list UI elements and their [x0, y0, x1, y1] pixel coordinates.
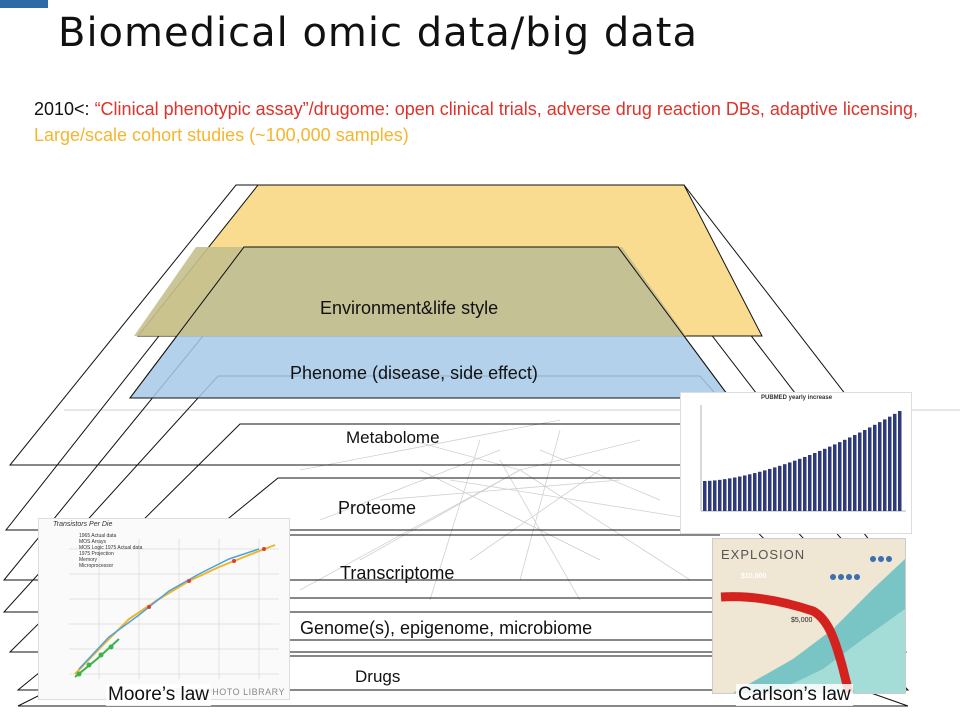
layer-label-environment: Environment&life style — [320, 298, 499, 318]
pubmed-bar — [873, 424, 877, 511]
pubmed-bar — [898, 411, 902, 511]
pubmed-bar — [883, 419, 887, 511]
pubmed-bar — [708, 480, 712, 511]
moore-law-chart-image: Transistors Per Die 1965 Actual data MOS… — [38, 518, 290, 700]
pubmed-bar — [853, 434, 857, 511]
moore-chart-legend: 1965 Actual data MOS Arrays MOS Logic 19… — [79, 533, 142, 569]
moore-legend-6: Microprocessor — [79, 563, 114, 569]
moore-legend-1: 1965 Actual data — [79, 533, 117, 539]
title-accent-bar — [0, 0, 48, 8]
layer-label-drugs: Drugs — [355, 667, 401, 686]
pubmed-bar — [808, 455, 812, 511]
pubmed-bar — [783, 464, 787, 511]
layer-label-transcriptome: Transcriptome — [340, 563, 455, 583]
layer-label-phenome: Phenome (disease, side effect) — [290, 363, 538, 383]
layer-label-genome: Genome(s), epigenome, microbiome — [300, 618, 593, 638]
pubmed-bar — [768, 468, 772, 511]
pubmed-bar — [848, 437, 852, 511]
pubmed-bar — [878, 422, 882, 511]
layer-label-metabolome: Metabolome — [346, 428, 440, 447]
moore-legend-4: 1975 Projection — [79, 551, 114, 557]
pubmed-bar — [823, 448, 827, 511]
pubmed-bar — [828, 446, 832, 511]
intro-red-text: “Clinical phenotypic assay”/drugome: ope… — [94, 99, 918, 119]
pubmed-bar — [728, 478, 732, 511]
pubmed-bar — [863, 429, 867, 511]
caption-carlson-law: Carlson’s law — [736, 684, 853, 706]
intro-gold-text: Large/scale cohort studies (~100,000 sam… — [34, 125, 409, 145]
pubmed-bar — [843, 439, 847, 511]
explosion-label-10000: $10,000 — [741, 573, 767, 580]
pubmed-bar — [703, 481, 707, 511]
pubmed-bar — [813, 452, 817, 511]
pubmed-bar — [803, 456, 807, 511]
intro-prefix: 2010<: — [34, 99, 95, 119]
moore-chart-graphic — [39, 519, 289, 699]
intro-paragraph: 2010<: “Clinical phenotypic assay”/drugo… — [34, 96, 934, 148]
explosion-graphic — [720, 556, 905, 695]
pubmed-bar — [733, 477, 737, 511]
pubmed-bar — [793, 460, 797, 511]
pubmed-bar — [743, 475, 747, 511]
pubmed-bar — [748, 474, 752, 511]
pubmed-bar — [723, 479, 727, 511]
slide-title: Biomedical omic data/big data — [58, 10, 698, 56]
moore-chart-title: Transistors Per Die — [53, 521, 113, 528]
explosion-poster-title: EXPLOSION — [721, 547, 806, 562]
pubmed-bar — [818, 450, 822, 511]
moore-legend-2: MOS Arrays — [79, 539, 106, 545]
pubmed-bar — [858, 432, 862, 511]
pubmed-bar — [753, 473, 757, 511]
pubmed-bar — [868, 427, 872, 511]
pubmed-chart-title: PUBMED yearly increase — [761, 395, 833, 401]
pubmed-bar — [713, 480, 717, 511]
moore-legend-5: Memory — [79, 557, 98, 563]
pubmed-chart-image: PUBMED yearly increase — [680, 392, 912, 534]
pubmed-bar — [888, 416, 892, 511]
network-background — [299, 419, 701, 601]
pubmed-bar — [893, 413, 897, 511]
pubmed-bar — [718, 479, 722, 511]
pubmed-bar — [758, 471, 762, 511]
science-photo-watermark: SCIENCE PHOTO LIBRARY — [159, 687, 285, 697]
pubmed-bar — [773, 467, 777, 511]
explosion-label-5000: $5,000 — [791, 617, 813, 624]
pubmed-bar — [833, 444, 837, 511]
moore-legend-3: MOS Logic 1975 Actual data — [79, 545, 143, 551]
caption-moore-law: Moore’s law — [106, 684, 212, 706]
pubmed-bar — [798, 458, 802, 511]
pubmed-bar — [738, 476, 742, 511]
pubmed-bar — [763, 470, 767, 511]
layer-label-proteome: Proteome — [338, 498, 417, 518]
pubmed-bar — [788, 462, 792, 511]
pubmed-bar — [838, 442, 842, 511]
pubmed-bar — [778, 465, 782, 511]
overlap-region — [134, 247, 686, 336]
explosion-poster-image: EXPLOSION $10,000 $5,000 — [712, 538, 906, 695]
pubmed-bars — [700, 405, 906, 512]
